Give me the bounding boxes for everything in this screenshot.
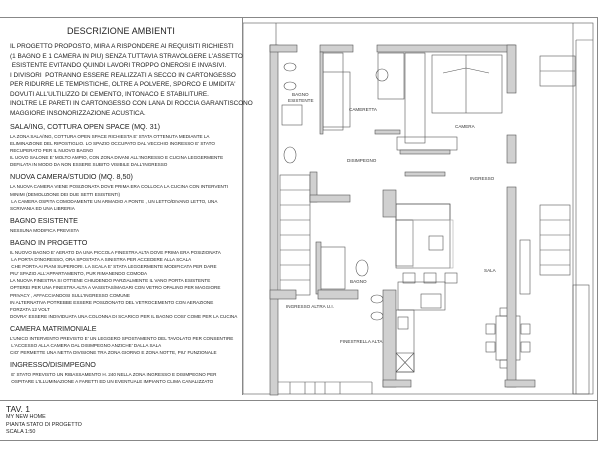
section-camera-matrimoniale: CAMERA MATRIMONIALE L'UNICO INTERVENTO P… — [10, 324, 242, 356]
sink-existing — [283, 146, 297, 164]
bidet-new — [370, 311, 384, 321]
kitchen-sink — [420, 293, 442, 309]
section-heading: INGRESSO/DISIMPEGNO — [10, 360, 96, 370]
cameretta-bed — [321, 71, 351, 128]
desk-chair — [375, 68, 389, 82]
label-finestrella: FINESTRELLA ALTA — [340, 339, 383, 344]
desk — [377, 52, 405, 100]
wardrobe-camera — [404, 52, 426, 144]
drawing-scale: SCALA 1:50 — [6, 429, 36, 435]
coffee-table — [428, 235, 444, 251]
bidet-existing — [283, 81, 297, 91]
section-text: LA ZONA SALA/ING, COTTURA OPEN SPACE RIC… — [10, 134, 224, 168]
rug — [412, 219, 454, 269]
section-heading: BAGNO ESISTENTE — [10, 215, 78, 225]
toilet-new — [370, 294, 384, 304]
title-block: TAV. 1 MY NEW HOME PIANTA STATO DI PROGE… — [0, 400, 598, 441]
bed — [431, 54, 503, 114]
stairs-right — [539, 55, 590, 395]
section-text: IL NUOVO BAGNO E' AERATO DA UNA PICCOLA … — [10, 249, 238, 319]
label-disimpegno: DISIMPEGNO — [347, 158, 377, 163]
description-title: DESCRIZIONE AMBIENTI — [66, 26, 175, 36]
label-camera: CAMERA — [455, 124, 476, 129]
walls — [269, 44, 536, 396]
section-text: E' STATO PREVISTO UN RIBASSAMENTO H. 240… — [11, 372, 217, 385]
room-labels: BAGNO ESISTENTE CAMERETTA CAMERA DISIMPE… — [286, 92, 497, 344]
section-text: LA NUOVA CAMERA VIENE POSIZIONATA DOVE P… — [10, 184, 228, 211]
sheet-number: TAV. 1 — [6, 404, 30, 414]
dresser — [396, 136, 458, 151]
section-bagno-esistente: BAGNO ESISTENTE NESSUNA MODIFICA PREVIST… — [10, 216, 242, 234]
label-bagno-esistente-2: ESISTENTE — [288, 98, 314, 103]
floor-plan: BAGNO ESISTENTE CAMERETTA CAMERA DISIMPE… — [243, 22, 594, 396]
drawing-sheet — [0, 17, 598, 441]
label-bagno: BAGNO — [350, 279, 367, 284]
plan-frame — [243, 22, 594, 395]
label-ingresso-altra: INGRESSO ALTRA U.I. — [286, 304, 334, 309]
section-bagno-progetto: BAGNO IN PROGETTO IL NUOVO BAGNO E' AERA… — [10, 238, 242, 320]
description-panel: DESCRIZIONE AMBIENTI IL PROGETTO PROPOST… — [0, 17, 253, 395]
project-name: MY NEW HOME — [6, 414, 46, 420]
stairs-bottom — [270, 381, 373, 394]
shower-new — [319, 246, 346, 290]
section-ingresso: INGRESSO/DISIMPEGNO E' STATO PREVISTO UN… — [10, 360, 242, 385]
section-heading: BAGNO IN PROGETTO — [10, 237, 88, 247]
label-sala: SALA — [484, 268, 497, 273]
label-cameretta: CAMERETTA — [349, 107, 378, 112]
label-bagno-esistente: BAGNO — [292, 92, 309, 97]
label-ingresso: INGRESSO — [470, 176, 495, 181]
drawing-name: PIANTA STATO DI PROGETTO — [6, 421, 82, 428]
section-sala: SALA/ING, COTTURA OPEN SPACE (MQ. 31) LA… — [10, 122, 242, 168]
tv-unit — [519, 239, 531, 295]
wardrobe-cameretta — [322, 52, 344, 131]
sink-new — [355, 259, 369, 277]
stove — [397, 316, 409, 330]
section-heading: CAMERA MATRIMONIALE — [10, 323, 97, 333]
shower-existing — [281, 104, 303, 126]
toilet-existing — [283, 62, 297, 72]
stairs-left — [279, 174, 311, 296]
intro-text: IL PROGETTO PROPOSTO, MIRA A RISPONDERE … — [10, 43, 253, 117]
section-heading: SALA/ING, COTTURA OPEN SPACE (MQ. 31) — [10, 122, 161, 131]
kitchen-island — [397, 281, 446, 311]
section-heading: NUOVA CAMERA/STUDIO (MQ. 8,50) — [10, 172, 133, 182]
section-nuova-camera: NUOVA CAMERA/STUDIO (MQ. 8,50) LA NUOVA … — [10, 172, 242, 211]
section-text: NESSUNA MODIFICA PREVISTA — [10, 227, 80, 233]
section-text: L'UNICO INTERVENTO PREVISTO E' UN LEGGER… — [10, 335, 234, 356]
